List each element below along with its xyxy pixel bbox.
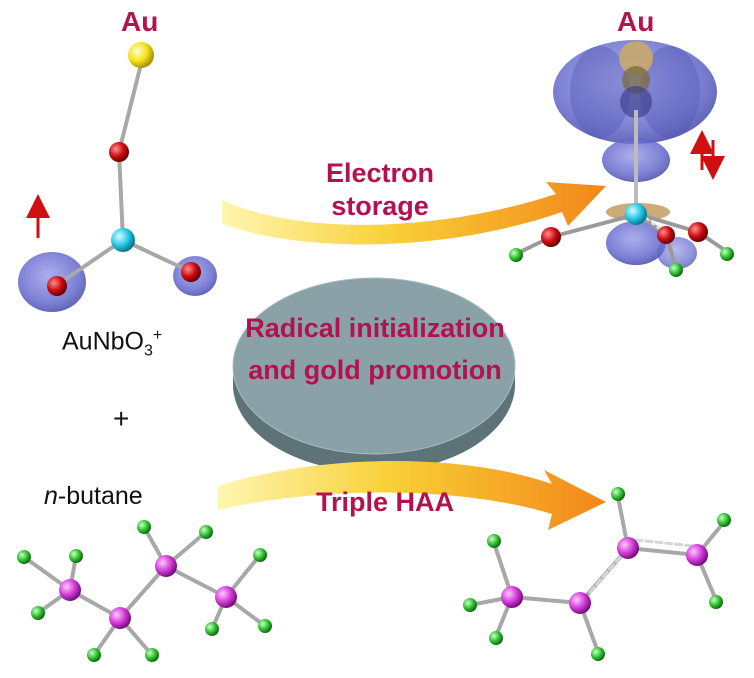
hydrogen-atom [720,247,734,261]
hydrogen-atom [253,548,267,562]
reactant-formula-base: AuNbO [62,327,144,356]
hydrogen-atom [145,648,159,662]
niobium-atom [111,228,135,252]
reactant-formula-subscript: 3 [143,342,153,360]
carbon-atom [501,586,523,608]
carbon-atom [215,586,237,608]
oxygen-atom [181,262,201,282]
disk-caption: Radical initialization and gold promotio… [234,307,516,391]
reactant-cluster-aunbo3 [18,42,217,312]
hydrogen-atom [137,520,151,534]
disk-caption-line1: Radical initialization [245,313,505,343]
n-butane-molecule [17,520,272,662]
disk-caption-line2: and gold promotion [248,355,502,385]
hydrogen-atom [31,606,45,620]
gold-atom [128,42,154,68]
carbon-atom [155,555,177,577]
electron-storage-label: Electron storage [300,157,460,223]
spin-lobe-niobium [606,221,666,265]
hydrogen-atom [69,549,83,563]
triple-haa-arrow [218,460,606,530]
electron-storage-arrow [222,182,606,245]
triple-haa-label: Triple HAA [315,487,455,517]
hydrogen-atom [669,263,683,277]
oxygen-atom [541,227,561,247]
hydrogen-atom [463,598,477,612]
oxygen-atom [688,222,708,242]
reactant-formula-charge: + [152,327,163,344]
electron-storage-line1: Electron [325,158,435,188]
dehydrogenated-product-molecule [463,487,731,661]
carbon-atom [617,537,639,559]
oxygen-atom [657,226,675,244]
hydrogen-atom [611,487,625,501]
carbon-atom [109,607,131,629]
plus-sign: + [113,403,130,434]
n-butane-label: n-butane [44,482,143,511]
n-butane-italic-prefix: n [44,482,58,510]
hydrogen-atom [87,648,101,662]
hydrogen-atom [709,595,723,609]
hydrogen-atom [258,619,272,633]
oxygen-atom [47,276,67,296]
reactant-formula: AuNbO3+ [62,327,162,360]
product-cluster-electron-storage [509,40,734,277]
hydrogen-atom [489,631,503,645]
oxygen-atom [109,142,129,162]
niobium-atom [625,203,647,225]
n-butane-name: -butane [57,482,143,510]
hydrogen-atom [17,550,31,564]
gold-label-right: Au [617,6,655,37]
hydrogen-atom [591,647,605,661]
hydrogen-atom [205,622,219,636]
carbon-atom [686,544,708,566]
hydrogen-atom [509,248,523,262]
electron-storage-line2: storage [331,191,429,221]
carbon-atom [569,592,591,614]
gold-label-left: Au [121,6,159,37]
carbon-atom [59,579,81,601]
hydrogen-atom [487,534,501,548]
hydrogen-atom [717,513,731,527]
central-disk [232,277,516,472]
hydrogen-atom [199,525,213,539]
